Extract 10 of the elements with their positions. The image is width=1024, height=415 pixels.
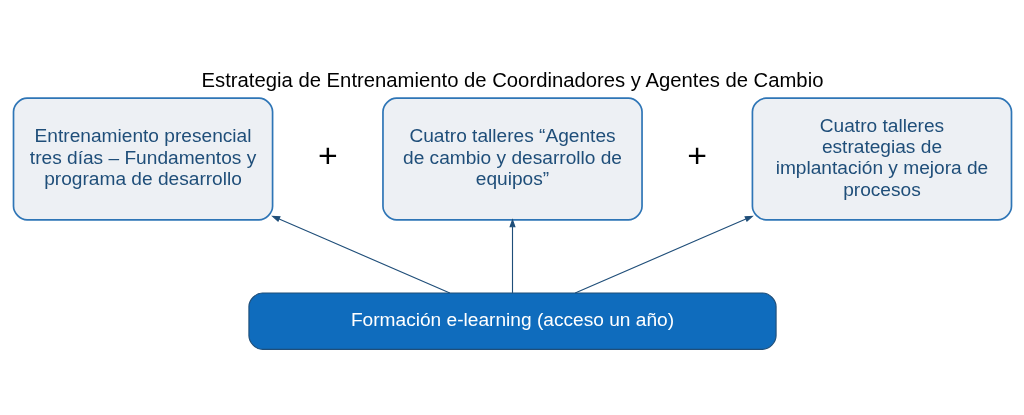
arrow xyxy=(270,215,450,293)
label: + xyxy=(317,135,338,174)
arrow xyxy=(574,215,754,293)
diagram-title: Estrategia de Entrenamiento de Coordinadores y Agentes de Cambio xyxy=(201,68,823,91)
node-box: Entrenamiento presencial tres días – Fundamentos y programa de desarrollo xyxy=(12,96,273,221)
node-box: Cuatro talleres estrategias de implantación y mejora de procesos xyxy=(751,96,1012,221)
node-box: Cuatro talleres “Agentes de cambio y desarrollo de equipos” xyxy=(381,96,643,221)
node-box: Formación e-learning (acceso un año) xyxy=(247,291,777,350)
label: + xyxy=(686,135,707,174)
arrow xyxy=(508,217,516,293)
